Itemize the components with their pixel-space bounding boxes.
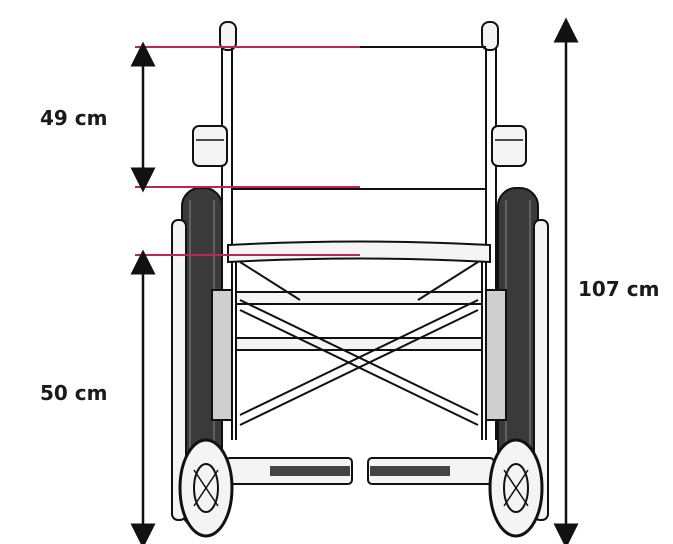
cross-brace xyxy=(239,261,479,426)
right-armrest xyxy=(491,125,527,167)
right-footrest xyxy=(367,457,495,485)
seat-height-label: 50 cm xyxy=(40,381,108,405)
right-caster-wheel xyxy=(488,438,544,538)
left-caster-wheel xyxy=(178,438,234,538)
backrest-height-label: 49 cm xyxy=(40,106,108,130)
measurement-reference-lines xyxy=(135,46,360,256)
inner-frame xyxy=(211,262,507,440)
left-footrest xyxy=(225,457,353,485)
total-height-label: 107 cm xyxy=(578,277,660,301)
seat xyxy=(227,188,491,351)
left-armrest xyxy=(192,125,228,167)
left-rear-wheel xyxy=(171,187,223,529)
